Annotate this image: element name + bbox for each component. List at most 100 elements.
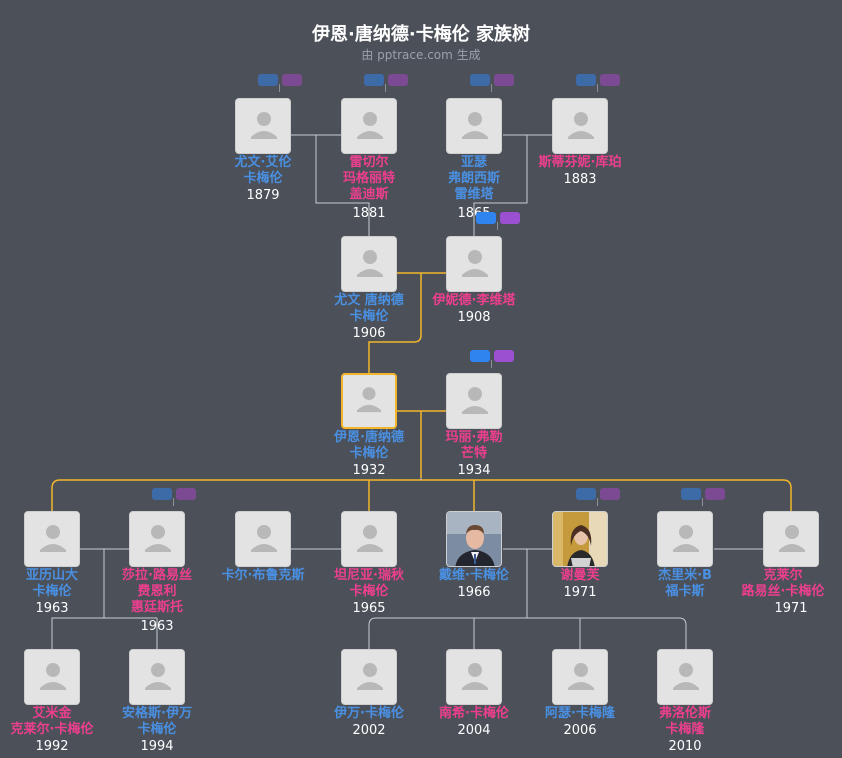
person-name: 南希·卡梅伦 xyxy=(439,706,509,721)
woman-portrait-icon xyxy=(553,512,607,566)
person-name: 安格斯·伊万卡梅伦 xyxy=(122,706,192,737)
person-silhouette-icon xyxy=(251,525,277,552)
mother-toggle-icon[interactable] xyxy=(494,350,514,362)
person-name: 斯蒂芬妮·库珀 xyxy=(538,155,622,170)
person-silhouette-icon xyxy=(568,663,594,690)
expand-parents-toggle[interactable] xyxy=(576,488,620,506)
person-name: 雷切尔玛格丽特盖迪斯 xyxy=(342,155,395,202)
birth-year: 1971 xyxy=(774,601,808,616)
person-silhouette-icon xyxy=(40,663,66,690)
avatar xyxy=(446,236,502,292)
expand-parents-toggle[interactable] xyxy=(576,74,620,92)
birth-year: 2010 xyxy=(668,739,702,754)
father-toggle-icon[interactable] xyxy=(681,488,701,500)
mother-toggle-icon[interactable] xyxy=(600,74,620,86)
avatar xyxy=(235,98,291,154)
avatar xyxy=(657,511,713,567)
person-silhouette-icon xyxy=(356,387,382,413)
expand-parents-toggle-active[interactable] xyxy=(476,212,520,230)
person-silhouette-icon xyxy=(462,112,488,139)
avatar xyxy=(657,649,713,705)
person-name: 弗洛伦斯卡梅隆 xyxy=(658,706,711,737)
mother-toggle-icon[interactable] xyxy=(600,488,620,500)
page-subtitle: 由 pptrace.com 生成 xyxy=(361,48,481,62)
mother-toggle-icon[interactable] xyxy=(282,74,302,86)
person-silhouette-icon xyxy=(673,525,699,552)
person-name: 戴维·卡梅伦 xyxy=(439,568,509,583)
avatar-photo xyxy=(446,511,502,567)
person-silhouette-icon xyxy=(357,663,383,690)
father-toggle-icon[interactable] xyxy=(258,74,278,86)
avatar xyxy=(552,98,608,154)
avatar xyxy=(341,511,397,567)
birth-year: 1966 xyxy=(457,585,491,600)
expand-parents-toggle[interactable] xyxy=(470,74,514,92)
avatar xyxy=(341,236,397,292)
birth-year: 2006 xyxy=(563,723,597,738)
couple-line xyxy=(291,134,370,237)
mother-toggle-icon[interactable] xyxy=(500,212,520,224)
couple-line xyxy=(51,548,157,650)
person-silhouette-icon xyxy=(462,250,488,277)
person-silhouette-icon xyxy=(357,525,383,552)
direct-line xyxy=(368,272,446,374)
person-silhouette-icon xyxy=(145,663,171,690)
mother-toggle-icon[interactable] xyxy=(705,488,725,500)
birth-year: 1908 xyxy=(457,310,491,325)
avatar xyxy=(341,649,397,705)
avatar xyxy=(446,649,502,705)
father-toggle-icon[interactable] xyxy=(476,212,496,224)
person-name: 坦尼亚·瑞秋卡梅伦 xyxy=(334,568,404,599)
expand-parents-toggle[interactable] xyxy=(364,74,408,92)
person-silhouette-icon xyxy=(40,525,66,552)
person-name: 艾米金克莱尔·卡梅伦 xyxy=(10,706,94,737)
birth-year: 1934 xyxy=(457,463,491,478)
avatar xyxy=(763,511,819,567)
person-silhouette-icon xyxy=(145,525,171,552)
child-line xyxy=(368,617,687,650)
person-name: 亚历山大卡梅伦 xyxy=(25,568,78,599)
person-name: 伊妮德·李维塔 xyxy=(432,293,516,308)
expand-parents-toggle[interactable] xyxy=(681,488,725,506)
birth-year: 2004 xyxy=(457,723,491,738)
father-toggle-icon[interactable] xyxy=(152,488,172,500)
person-name: 亚瑟弗朗西斯雷维塔 xyxy=(447,155,500,202)
mother-toggle-icon[interactable] xyxy=(494,74,514,86)
person-name: 阿瑟·卡梅隆 xyxy=(545,706,615,721)
birth-year: 1971 xyxy=(563,585,597,600)
person-name: 伊恩·唐纳德卡梅伦 xyxy=(334,430,404,461)
father-toggle-icon[interactable] xyxy=(470,74,490,86)
person-name: 莎拉·路易丝费恩利惠廷斯托 xyxy=(122,568,192,615)
avatar xyxy=(24,649,80,705)
birth-year: 1883 xyxy=(563,172,597,187)
direct-line xyxy=(397,410,446,478)
avatar xyxy=(446,373,502,429)
person-silhouette-icon xyxy=(357,250,383,277)
man-portrait-icon xyxy=(447,512,501,566)
page-title: 伊恩·唐纳德·卡梅伦 家族树 xyxy=(312,24,530,45)
expand-parents-toggle-active[interactable] xyxy=(470,350,514,368)
avatar xyxy=(24,511,80,567)
mother-toggle-icon[interactable] xyxy=(388,74,408,86)
couple-line xyxy=(473,134,552,237)
avatar xyxy=(341,373,397,429)
person-silhouette-icon xyxy=(462,663,488,690)
avatar xyxy=(235,511,291,567)
expand-parents-toggle[interactable] xyxy=(258,74,302,92)
father-toggle-icon[interactable] xyxy=(576,74,596,86)
person-name: 尤文 唐纳德卡梅伦 xyxy=(334,293,404,324)
birth-year: 1932 xyxy=(352,463,386,478)
person-name: 尤文·艾伦卡梅伦 xyxy=(234,155,292,186)
father-toggle-icon[interactable] xyxy=(364,74,384,86)
avatar xyxy=(129,649,185,705)
birth-year: 1881 xyxy=(352,206,386,221)
mother-toggle-icon[interactable] xyxy=(176,488,196,500)
expand-parents-toggle[interactable] xyxy=(152,488,196,506)
father-toggle-icon[interactable] xyxy=(470,350,490,362)
person-name: 玛丽·弗勒芒特 xyxy=(445,430,503,461)
person-silhouette-icon xyxy=(779,525,805,552)
person-silhouette-icon xyxy=(568,112,594,139)
birth-year: 1965 xyxy=(352,601,386,616)
father-toggle-icon[interactable] xyxy=(576,488,596,500)
